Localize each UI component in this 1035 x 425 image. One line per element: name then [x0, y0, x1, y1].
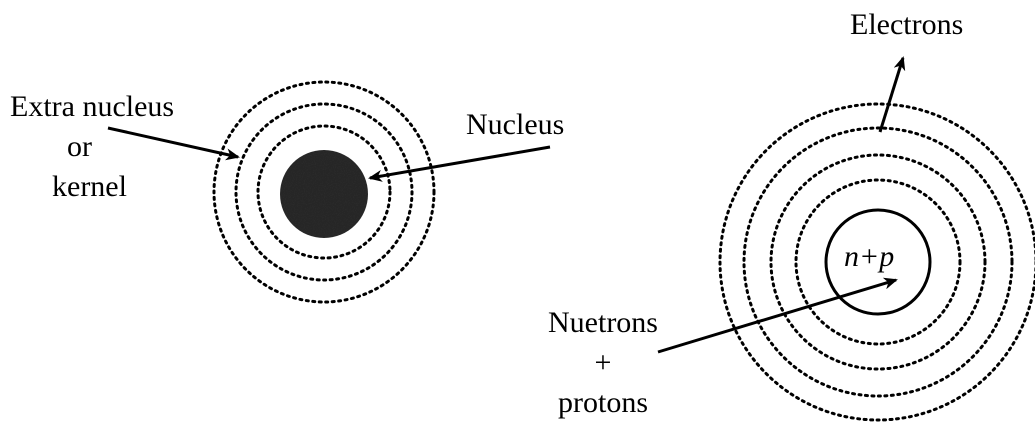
right-nucleus-circle	[824, 208, 932, 316]
left-inner-dotted-ring	[256, 124, 392, 260]
right-second-dotted-ring	[742, 126, 1014, 398]
extra-nucleus-label-line3: kernel	[52, 170, 127, 203]
left-nucleus-disc	[280, 150, 368, 238]
neutrons-protons-arrow	[657, 277, 898, 354]
protons-label: protons	[558, 386, 648, 419]
right-atom	[657, 56, 1035, 422]
electrons-label: Electrons	[850, 8, 964, 41]
extra-nucleus-label-line2: or	[67, 130, 92, 163]
plus-label: +	[594, 346, 612, 379]
extra-nucleus-label-line1: Extra nucleus	[10, 90, 175, 123]
nucleus-arrow	[368, 145, 551, 182]
left-middle-dotted-ring	[234, 102, 414, 282]
right-third-dotted-ring	[769, 153, 987, 371]
core-label: n+p	[844, 240, 895, 273]
left-atom	[107, 80, 551, 304]
extra-nucleus-arrow	[107, 126, 240, 161]
right-inner-dotted-ring	[794, 178, 962, 346]
electrons-arrow	[878, 56, 906, 133]
right-outer-dotted-ring	[718, 102, 1035, 422]
neutrons-label-line1: Nuetrons	[548, 306, 658, 339]
nucleus-label: Nucleus	[466, 108, 565, 141]
left-outer-dotted-ring	[212, 80, 436, 304]
